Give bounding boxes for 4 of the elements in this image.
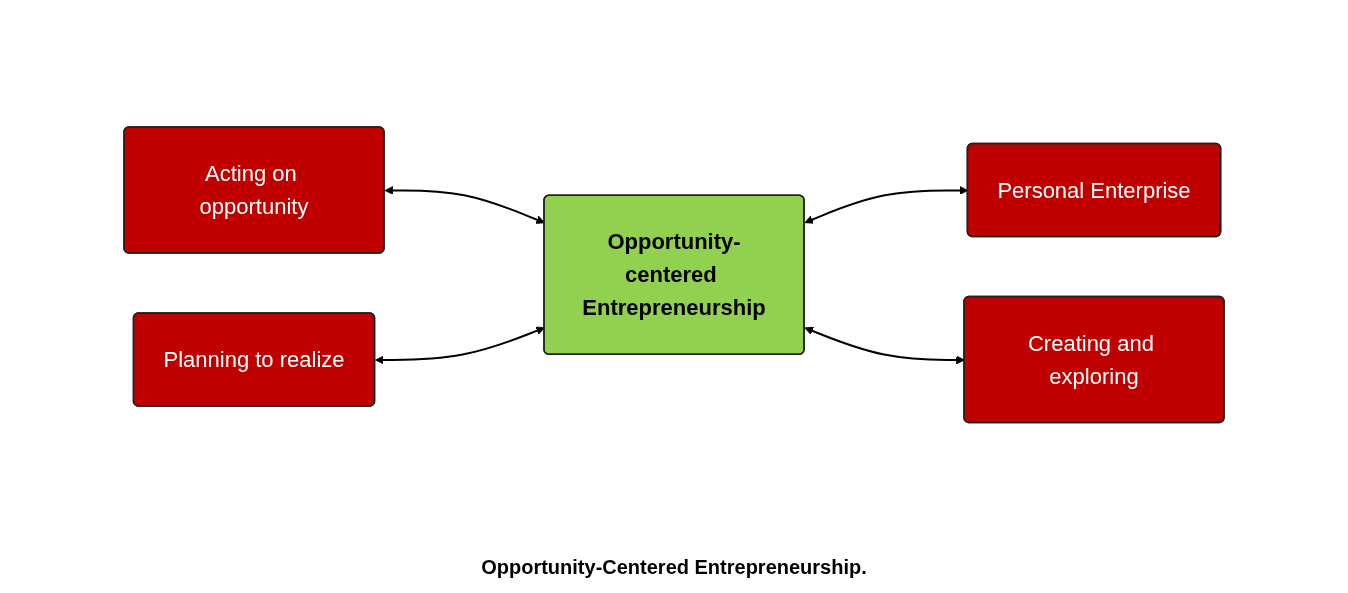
arrow <box>375 326 545 365</box>
arrow <box>384 186 545 225</box>
arrow <box>804 326 965 365</box>
caption: Opportunity-Centered Entrepreneurship. <box>481 556 867 579</box>
